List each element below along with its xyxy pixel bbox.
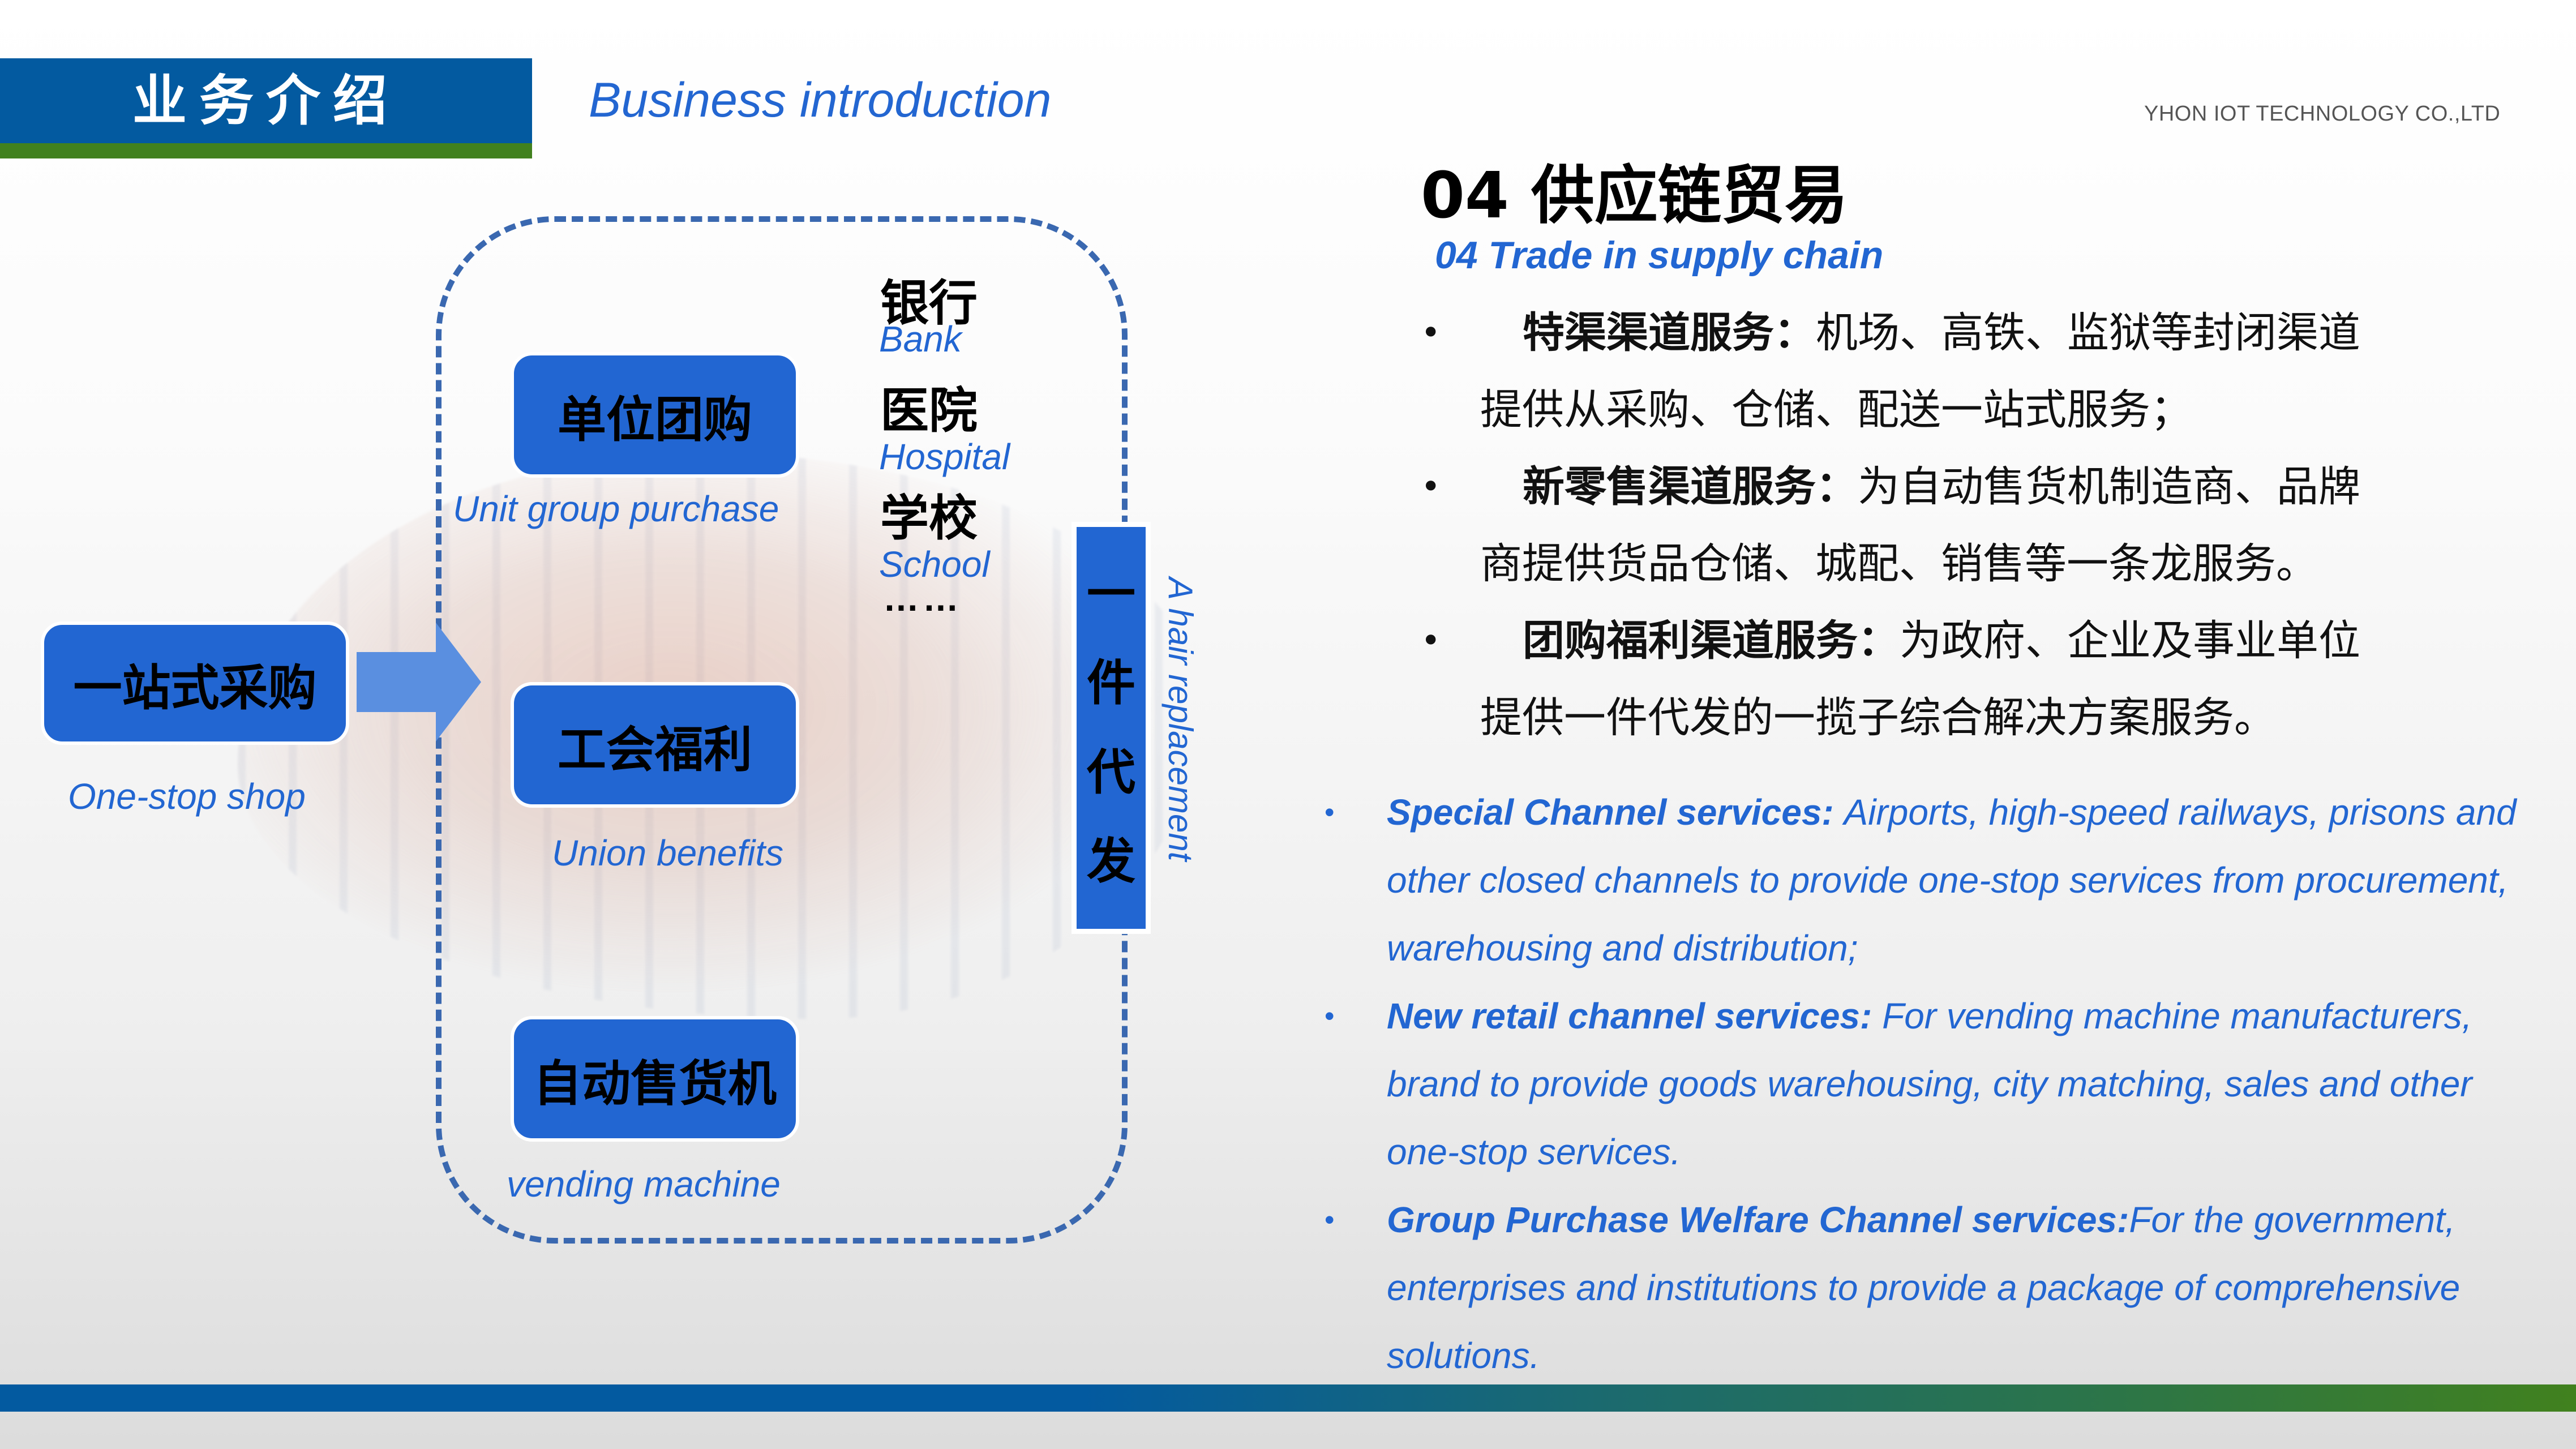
institution-bank-cn: 银行: [880, 275, 978, 332]
union-benefits-box: 工会福利: [511, 682, 799, 808]
en-service-text: For vending machine manufacturers, brand…: [1387, 996, 2472, 1172]
title-bar: [0, 58, 532, 143]
cn-service-text: 机场、高铁、监狱等封闭渠道: [1816, 308, 2360, 357]
institution-school-en: School: [879, 544, 990, 585]
en-service-item-special: • Special Channel services: Airports, hi…: [1319, 778, 2553, 982]
page-title: 业务介绍: [132, 69, 400, 132]
bullet-icon: •: [1325, 1000, 1335, 1032]
cn-service-text: 商提供货品仓储、城配、销售等一条龙服务。: [1480, 539, 2318, 588]
bullet-icon: •: [1325, 1204, 1335, 1236]
cn-service-text: 为政府、企业及事业单位: [1900, 616, 2360, 665]
dropship-vertical-box: 一 件 代 发: [1071, 522, 1151, 934]
one-stop-caption: One-stop shop: [68, 776, 306, 817]
vending-machine-label: 自动售货机: [533, 1055, 777, 1112]
bullet-icon: •: [1421, 621, 1441, 661]
unit-group-purchase-label: 单位团购: [558, 391, 752, 448]
title-bar-accent: [0, 143, 532, 158]
unit-group-purchase-caption: Unit group purchase: [453, 488, 779, 529]
bullet-icon: •: [1421, 467, 1441, 507]
institution-bank-en: Bank: [879, 319, 962, 359]
vending-machine-caption: vending machine: [507, 1164, 781, 1204]
dropship-char: 代: [1087, 744, 1135, 801]
cn-service-heading: 特渠渠道服务：: [1523, 308, 1816, 357]
en-service-heading: Special Channel services:: [1387, 792, 1844, 833]
cn-service-text: 提供从采购、仓储、配送一站式服务；: [1480, 385, 2192, 434]
page-title-english: Business introduction: [589, 73, 1052, 127]
union-benefits-caption: Union benefits: [552, 833, 784, 873]
dropship-caption: A hair replacement: [1161, 577, 1199, 861]
section-subtitle: 04 Trade in supply chain: [1435, 234, 1884, 277]
cn-service-item-group: • 团购福利渠道服务：为政府、企业及事业单位 提供一件代发的一揽子综合解决方案服…: [1415, 602, 2434, 756]
institution-hospital-en: Hospital: [879, 436, 1010, 477]
bullet-icon: •: [1421, 313, 1441, 353]
cn-service-item-retail: • 新零售渠道服务：为自动售货机制造商、品牌 商提供货品仓储、城配、销售等一条龙…: [1415, 448, 2434, 602]
institutions-ellipsis: ……: [883, 578, 962, 619]
cn-service-text: 为自动售货机制造商、品牌: [1858, 462, 2360, 511]
one-stop-purchase-box: 一站式采购: [41, 621, 349, 745]
one-stop-purchase-label: 一站式采购: [73, 659, 317, 717]
institution-school-cn: 学校: [880, 490, 978, 547]
en-service-list: • Special Channel services: Airports, hi…: [1319, 778, 2553, 1390]
cn-service-item-special: • 特渠渠道服务：机场、高铁、监狱等封闭渠道 提供从采购、仓储、配送一站式服务；: [1415, 294, 2434, 448]
dropship-char: 一: [1087, 565, 1135, 623]
en-service-heading: New retail channel services:: [1387, 996, 1883, 1036]
en-service-text: For the government, enterprises and inst…: [1387, 1199, 2461, 1376]
vending-machine-box: 自动售货机: [511, 1016, 799, 1142]
company-name: YHON IOT TECHNOLOGY CO.,LTD: [2144, 102, 2501, 126]
en-service-item-retail: • New retail channel services: For vendi…: [1319, 982, 2553, 1186]
bullet-icon: •: [1325, 796, 1335, 828]
arrow-right-icon: [357, 623, 481, 741]
cn-service-heading: 团购福利渠道服务：: [1523, 616, 1900, 665]
dropship-char: 发: [1087, 833, 1135, 890]
en-service-heading: Group Purchase Welfare Channel services:: [1387, 1199, 2129, 1240]
institution-hospital-cn: 医院: [880, 383, 978, 439]
dropship-char: 件: [1087, 655, 1135, 712]
section-title: 04 供应链贸易: [1421, 159, 1848, 233]
unit-group-purchase-box: 单位团购: [511, 352, 799, 478]
union-benefits-label: 工会福利: [558, 721, 752, 778]
cn-service-list: • 特渠渠道服务：机场、高铁、监狱等封闭渠道 提供从采购、仓储、配送一站式服务；…: [1415, 294, 2434, 756]
en-service-item-group: • Group Purchase Welfare Channel service…: [1319, 1186, 2553, 1390]
cn-service-heading: 新零售渠道服务：: [1523, 462, 1858, 511]
footer-gradient-bar: [0, 1384, 2576, 1412]
en-service-text: Airports, high-speed railways, prisons a…: [1387, 792, 2517, 968]
cn-service-text: 提供一件代发的一揽子综合解决方案服务。: [1480, 693, 2276, 742]
